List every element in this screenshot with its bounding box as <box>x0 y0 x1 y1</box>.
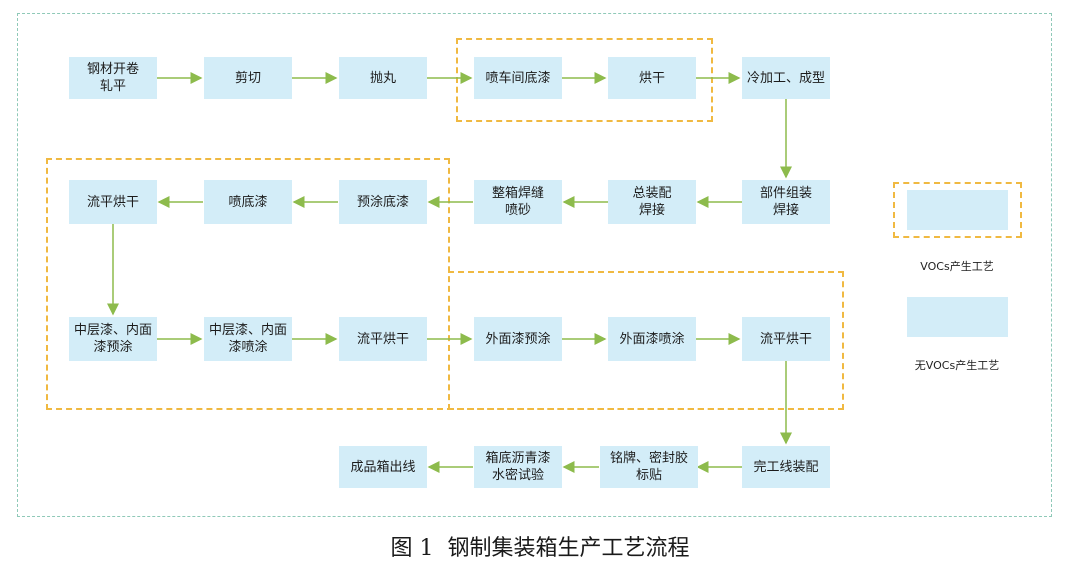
step-pre-coat-primer: 预涂底漆 <box>339 180 427 224</box>
step-drying: 烘干 <box>608 57 696 99</box>
step-final-line-assembly: 完工线装配 <box>742 446 830 488</box>
voc-zone-bottom-seam <box>46 408 844 410</box>
step-asphalt-watertight: 箱底沥青漆 水密试验 <box>474 446 562 488</box>
step-finished-output: 成品箱出线 <box>339 446 427 488</box>
step-mid-inner-spray: 中层漆、内面 漆喷涂 <box>204 317 292 361</box>
step-shot-blasting: 抛丸 <box>339 57 427 99</box>
legend-vocs-label: VOCs产生工艺 <box>920 260 994 273</box>
legend-vocs-swatch <box>907 190 1008 230</box>
step-spray-primer: 喷底漆 <box>204 180 292 224</box>
step-nameplate-sealant: 铭牌、密封胶 标贴 <box>600 446 698 488</box>
legend-vocs-border <box>893 182 1022 238</box>
step-outer-precoat: 外面漆预涂 <box>474 317 562 361</box>
figure-caption: 图 1 钢制集装箱生产工艺流程 <box>390 536 690 561</box>
voc-zone-left-upper <box>46 158 450 410</box>
step-mid-inner-precoat: 中层漆、内面 漆预涂 <box>69 317 157 361</box>
legend-no-vocs-label: 无VOCs产生工艺 <box>914 359 1000 372</box>
step-outer-spray: 外面漆喷涂 <box>608 317 696 361</box>
step-steel-uncoiling: 钢材开卷 轧平 <box>69 57 157 99</box>
step-shop-primer: 喷车间底漆 <box>474 57 562 99</box>
step-leveling-drying-1: 流平烘干 <box>69 180 157 224</box>
outer-frame <box>17 13 1052 517</box>
legend-no-vocs-swatch <box>907 297 1008 337</box>
step-leveling-drying-2: 流平烘干 <box>339 317 427 361</box>
step-cold-forming: 冷加工、成型 <box>742 57 830 99</box>
step-seam-sandblasting: 整箱焊缝 喷砂 <box>474 180 562 224</box>
step-shearing: 剪切 <box>204 57 292 99</box>
step-final-assembly-welding: 总装配 焊接 <box>608 180 696 224</box>
voc-zone-top <box>456 38 713 122</box>
step-component-welding: 部件组装 焊接 <box>742 180 830 224</box>
step-leveling-drying-3: 流平烘干 <box>742 317 830 361</box>
